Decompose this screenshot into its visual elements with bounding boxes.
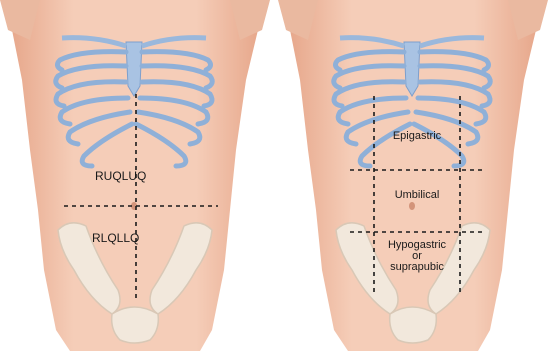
upper-quadrant-labels: RUQLUQ [95,170,146,183]
navel [409,202,415,210]
torso-illustration-right [278,0,548,351]
quadrant-diagram: RUQLUQ RLQLLQ [0,0,270,351]
lower-quadrant-labels: RLQLLQ [92,232,139,245]
regions-diagram: Epigastric Umbilical Hypogastric or supr… [278,0,548,351]
hypogastric-label: Hypogastric or suprapubic [374,240,460,273]
hypogastric-line3: suprapubic [374,262,460,273]
umbilical-label: Umbilical [374,190,460,201]
epigastric-label: Epigastric [374,131,460,142]
